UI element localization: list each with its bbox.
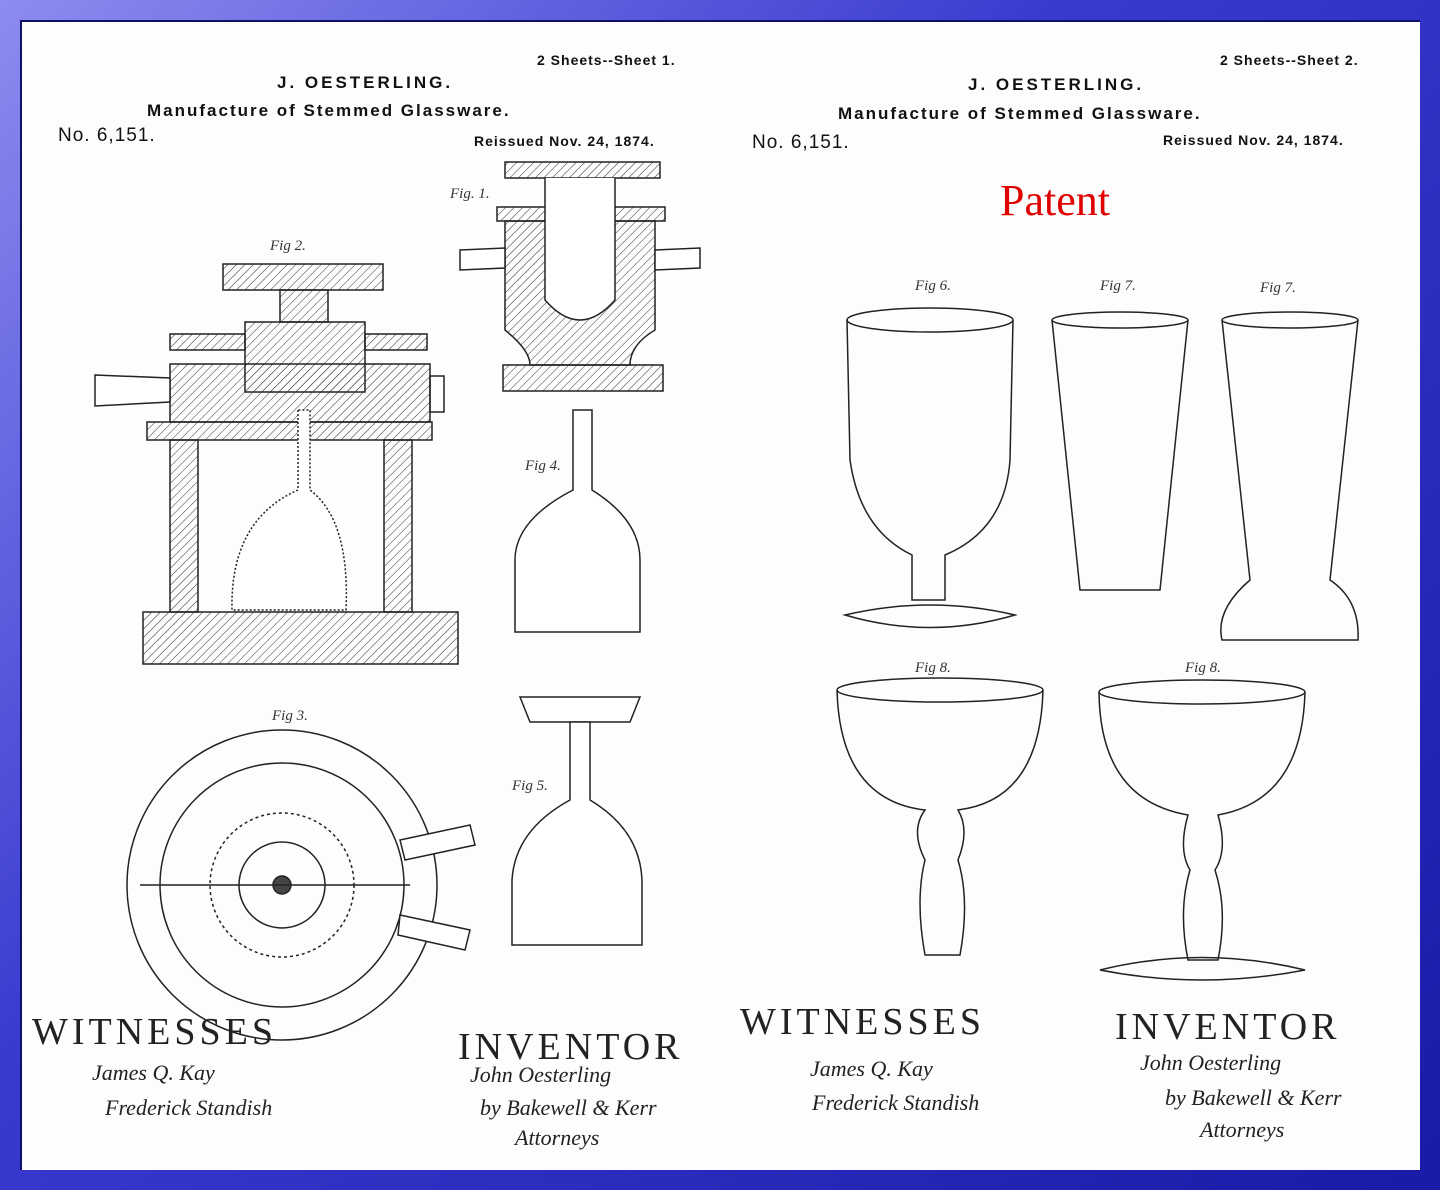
sheet2-inventor-label: INVENTOR xyxy=(1115,1006,1341,1048)
sheet2-patent-number: No. 6,151. xyxy=(752,132,850,153)
fig6-label: Fig 6. xyxy=(915,278,951,294)
fig2-label: Fig 2. xyxy=(270,238,306,254)
fig1-label: Fig. 1. xyxy=(450,186,490,202)
sheet2-witness-2: Frederick Standish xyxy=(812,1090,980,1115)
sheet2-inventor-signature: John Oesterling xyxy=(1140,1050,1282,1075)
sheet1-inventor-label: INVENTOR xyxy=(458,1026,684,1068)
sheet1-inventor-name: J. OESTERLING. xyxy=(277,73,454,92)
sheet1-inventor-signature: John Oesterling xyxy=(470,1062,612,1087)
sheet1-patent-number: No. 6,151. xyxy=(58,125,156,146)
sheet2-witness-1: James Q. Kay xyxy=(810,1056,933,1081)
sheet1-witness-2: Frederick Standish xyxy=(105,1095,273,1120)
sheet1-attorneys: Attorneys xyxy=(515,1125,600,1150)
fig8-label-b: Fig 8. xyxy=(1185,660,1221,676)
sheet2-attorneys: Attorneys xyxy=(1200,1117,1285,1142)
sheet2-attorney-line: by Bakewell & Kerr xyxy=(1165,1085,1342,1110)
fig7-label-a: Fig 7. xyxy=(1100,278,1136,294)
sheet1-title: Manufacture of Stemmed Glassware. xyxy=(147,101,511,120)
fig8-label-a: Fig 8. xyxy=(915,660,951,676)
sheet1-witnesses-label: WITNESSES xyxy=(32,1011,277,1053)
sheet2-sheet-label: 2 Sheets--Sheet 2. xyxy=(1220,52,1359,68)
fig4-label: Fig 4. xyxy=(525,458,561,474)
fig7-label-b: Fig 7. xyxy=(1260,280,1296,296)
sheet2-title: Manufacture of Stemmed Glassware. xyxy=(838,104,1202,123)
sheet1-witness-1: James Q. Kay xyxy=(92,1060,215,1085)
fig5-label: Fig 5. xyxy=(512,778,548,794)
fig4-glass-drawing xyxy=(514,409,641,633)
fig2-mold-drawing xyxy=(94,263,459,665)
fig6-wine-glass-drawing xyxy=(842,307,1018,629)
fig7-footed-tumbler-drawing xyxy=(1220,311,1359,641)
fig3-label: Fig 3. xyxy=(272,708,308,724)
sheet2-reissue-date: Reissued Nov. 24, 1874. xyxy=(1163,132,1344,148)
patent-overlay-label: Patent xyxy=(1000,176,1110,225)
sheet1-reissue-date: Reissued Nov. 24, 1874. xyxy=(474,133,655,149)
fig1-mold-drawing xyxy=(459,161,701,392)
sheet2-inventor-name: J. OESTERLING. xyxy=(968,75,1145,94)
sheet1-attorney-line: by Bakewell & Kerr xyxy=(480,1095,657,1120)
sheet1-sheet-label: 2 Sheets--Sheet 1. xyxy=(537,52,676,68)
sheet2-witnesses-label: WITNESSES xyxy=(740,1001,985,1043)
fig5-glass-drawing xyxy=(511,696,643,946)
fig8-coupe-drawing xyxy=(836,677,1044,956)
fig3-plan-drawing xyxy=(126,729,476,1041)
fig8-coupe-footed-drawing xyxy=(1098,679,1306,981)
fig7-tumbler-drawing xyxy=(1051,311,1189,591)
